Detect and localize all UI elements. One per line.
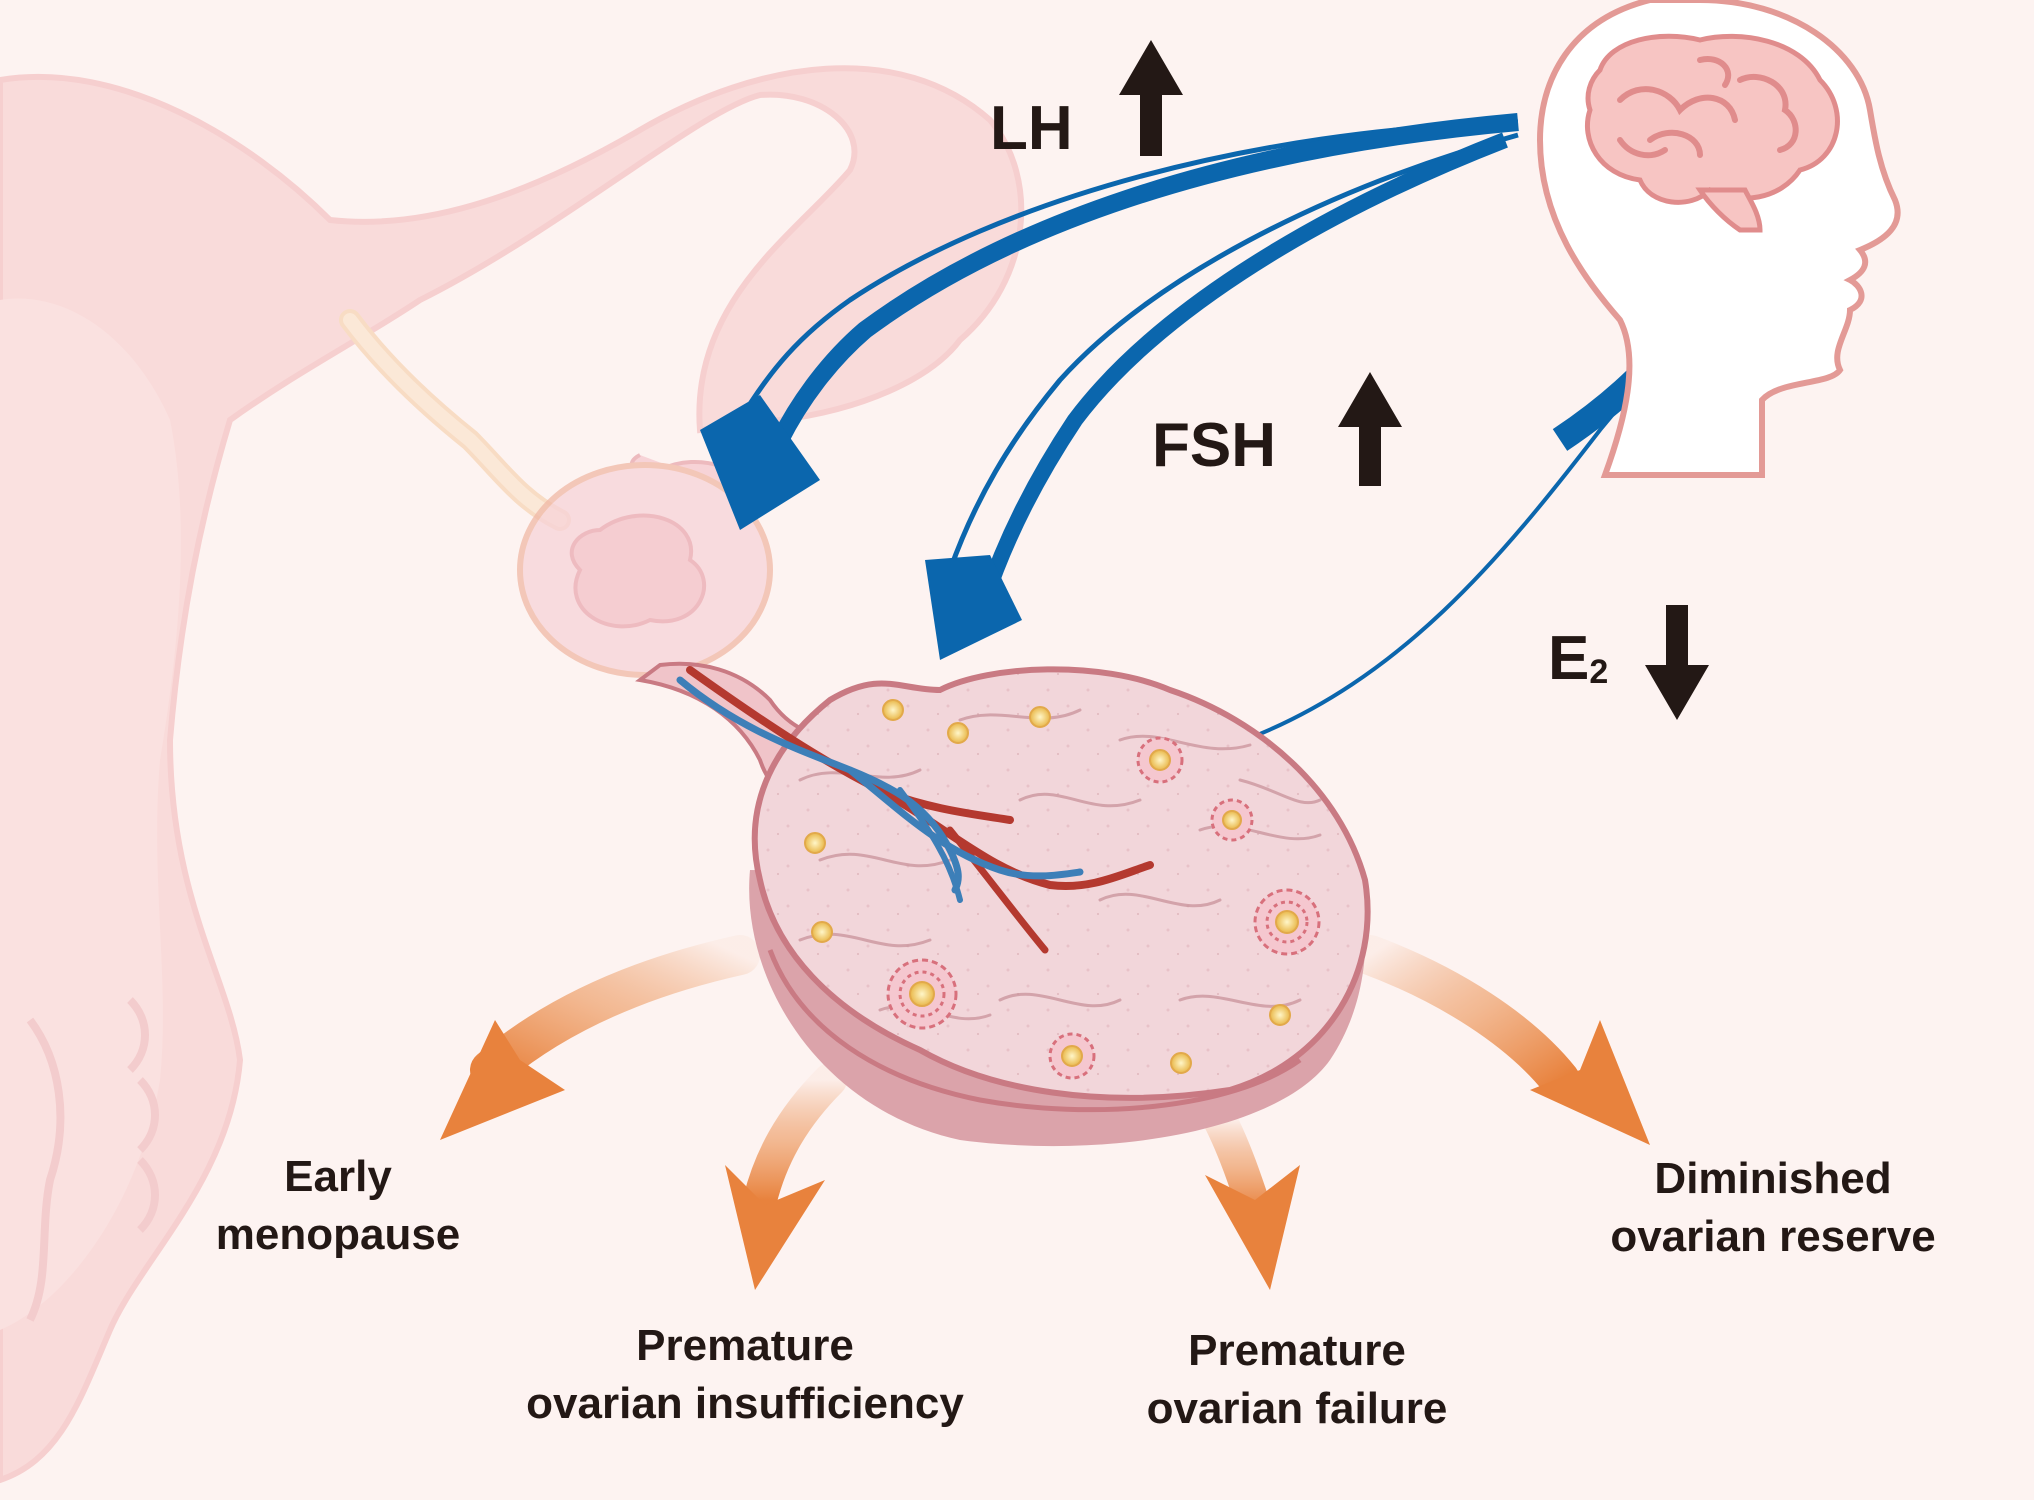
- fsh-label: FSH: [1152, 411, 1276, 480]
- outcome-premature-ovarian-failure: Premature ovarian failure: [1147, 1322, 1448, 1438]
- brain-icon: [1584, 33, 1840, 233]
- primordial-follicles: [804, 699, 1291, 1074]
- outcome-line: Premature: [636, 1321, 854, 1370]
- outcome-early-menopause: Early menopause: [216, 1148, 461, 1264]
- ovary-illustration: [635, 661, 1371, 1147]
- e2-label-base: E: [1548, 624, 1590, 693]
- outcome-line: Diminished: [1654, 1154, 1892, 1203]
- outcome-arrow-premature-ovarian-insufficiency: [725, 1063, 847, 1290]
- e2-trend-arrow-down-icon: [1645, 605, 1709, 720]
- outcome-line: ovarian reserve: [1610, 1212, 1936, 1261]
- outcome-line: ovarian insufficiency: [526, 1379, 964, 1428]
- e2-label-subscript: 2: [1589, 653, 1609, 691]
- outcome-arrow-premature-ovarian-failure: [1203, 1103, 1300, 1290]
- fsh-arrow: [925, 132, 1519, 660]
- lh-trend-arrow-up-icon: [1119, 40, 1183, 156]
- outcome-line: menopause: [215, 1210, 461, 1259]
- fsh-trend-arrow-up-icon: [1338, 372, 1402, 486]
- outcome-line: Premature: [1188, 1326, 1406, 1375]
- outcome-diminished-ovarian-reserve: Diminished ovarian reserve: [1610, 1150, 1935, 1266]
- outcome-arrow-early-menopause: [440, 935, 760, 1140]
- outcome-line: Early: [284, 1152, 392, 1201]
- e2-label: E2: [1548, 628, 1608, 690]
- outcome-premature-ovarian-insufficiency: Premature ovarian insufficiency: [526, 1317, 964, 1433]
- lh-label: LH: [990, 94, 1073, 163]
- growing-follicles: [886, 736, 1321, 1080]
- outcome-line: ovarian failure: [1146, 1384, 1448, 1433]
- native-ovary-illustration: [517, 453, 773, 678]
- lh-arrow: [700, 113, 1519, 530]
- outcome-arrow-diminished-ovarian-reserve: [1350, 935, 1650, 1145]
